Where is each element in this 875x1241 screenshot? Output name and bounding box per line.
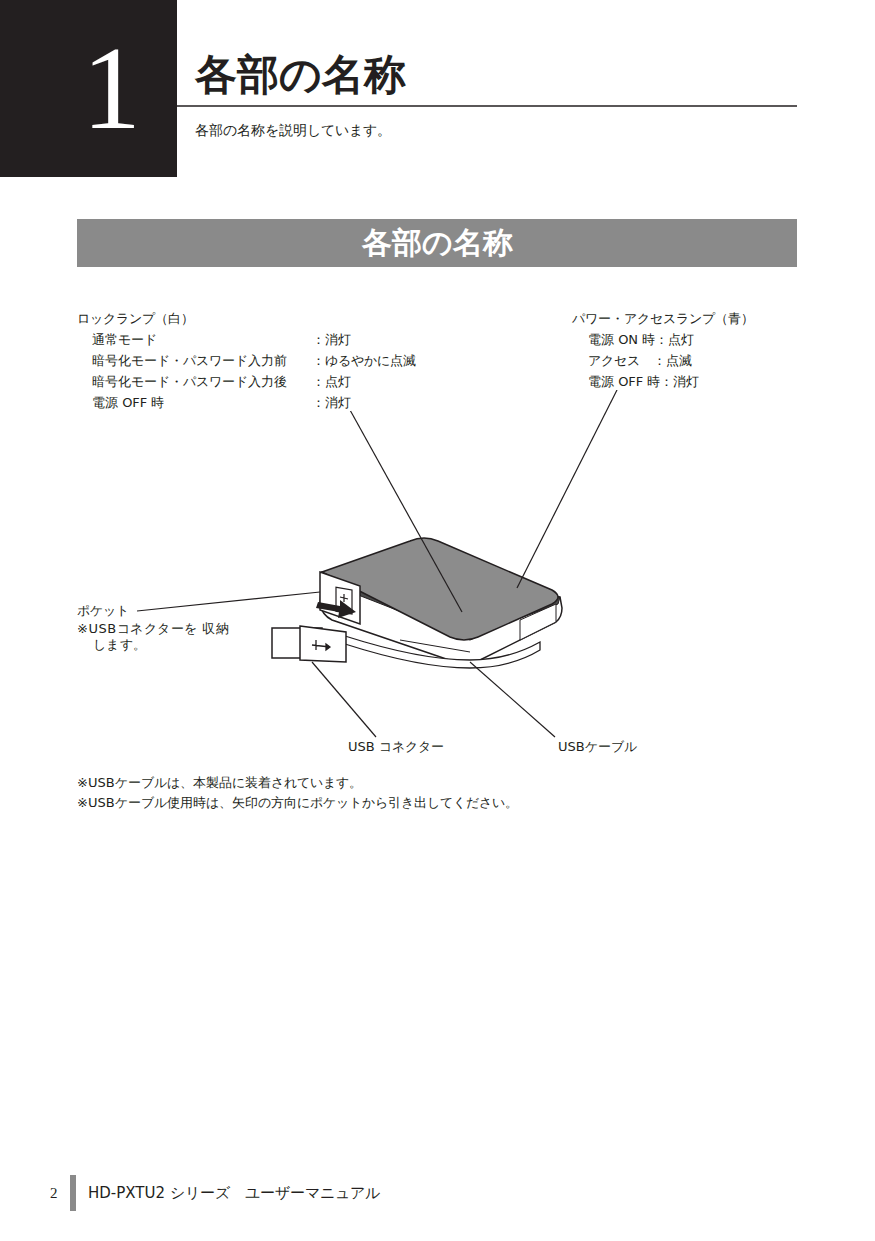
section-band: 各部の名称 [77,219,797,267]
label-text: ：消灯 [312,395,351,411]
node-text: 各部の名称 [362,228,513,258]
footer-text: HD-PXTU2 シリーズ ユーザーマニュアル [88,1184,380,1202]
usb-symbol [312,640,330,650]
label-text: ：消灯 [312,332,351,348]
node-text: 1 [82,30,141,148]
label-text: 電源 OFF 時：消灯 [588,374,699,390]
part-name: USB コネクター [348,739,444,755]
usb-symbol [340,594,348,602]
footer-bar [70,1175,76,1211]
label-heading: ロックランプ（白） [77,311,194,327]
label-text: ：点灯 [312,374,351,390]
cable-shadow [400,640,470,652]
label-text: アクセス ：点滅 [588,353,692,369]
pull-arrow [316,600,356,618]
label-text: 暗号化モード・パスワード入力前 [92,353,287,369]
part-name: USBケーブル [558,739,637,755]
label-text: 電源 OFF 時 [92,395,164,411]
chapter-number-box: 1 [0,0,177,177]
leader-lines [137,390,617,737]
note: ※USBケーブルは、本製品に装着されています。 [77,775,362,791]
chapter-title: 各部の名称 [195,50,406,100]
subtitle: 各部の名称を説明しています。 [195,122,391,139]
front-panel [520,604,556,640]
label-heading: パワー・アクセスランプ（青） [572,311,754,327]
usb-connector-body [300,626,346,662]
label-text: 暗号化モード・パスワード入力後 [92,374,287,390]
heading-rule [177,105,797,107]
label-text: 通常モード [92,332,157,348]
page-number: 2 [50,1184,58,1202]
note: ※USBコネクターを 収納します。 [77,621,233,652]
part-name: ポケット [77,603,129,619]
label-text: 電源 ON 時：点灯 [588,332,694,348]
label-text: ：ゆるやかに点滅 [312,353,416,369]
note: ※USBケーブル使用時は、矢印の方向にポケットから引き出してください。 [77,795,518,811]
usb-cable [345,636,540,668]
